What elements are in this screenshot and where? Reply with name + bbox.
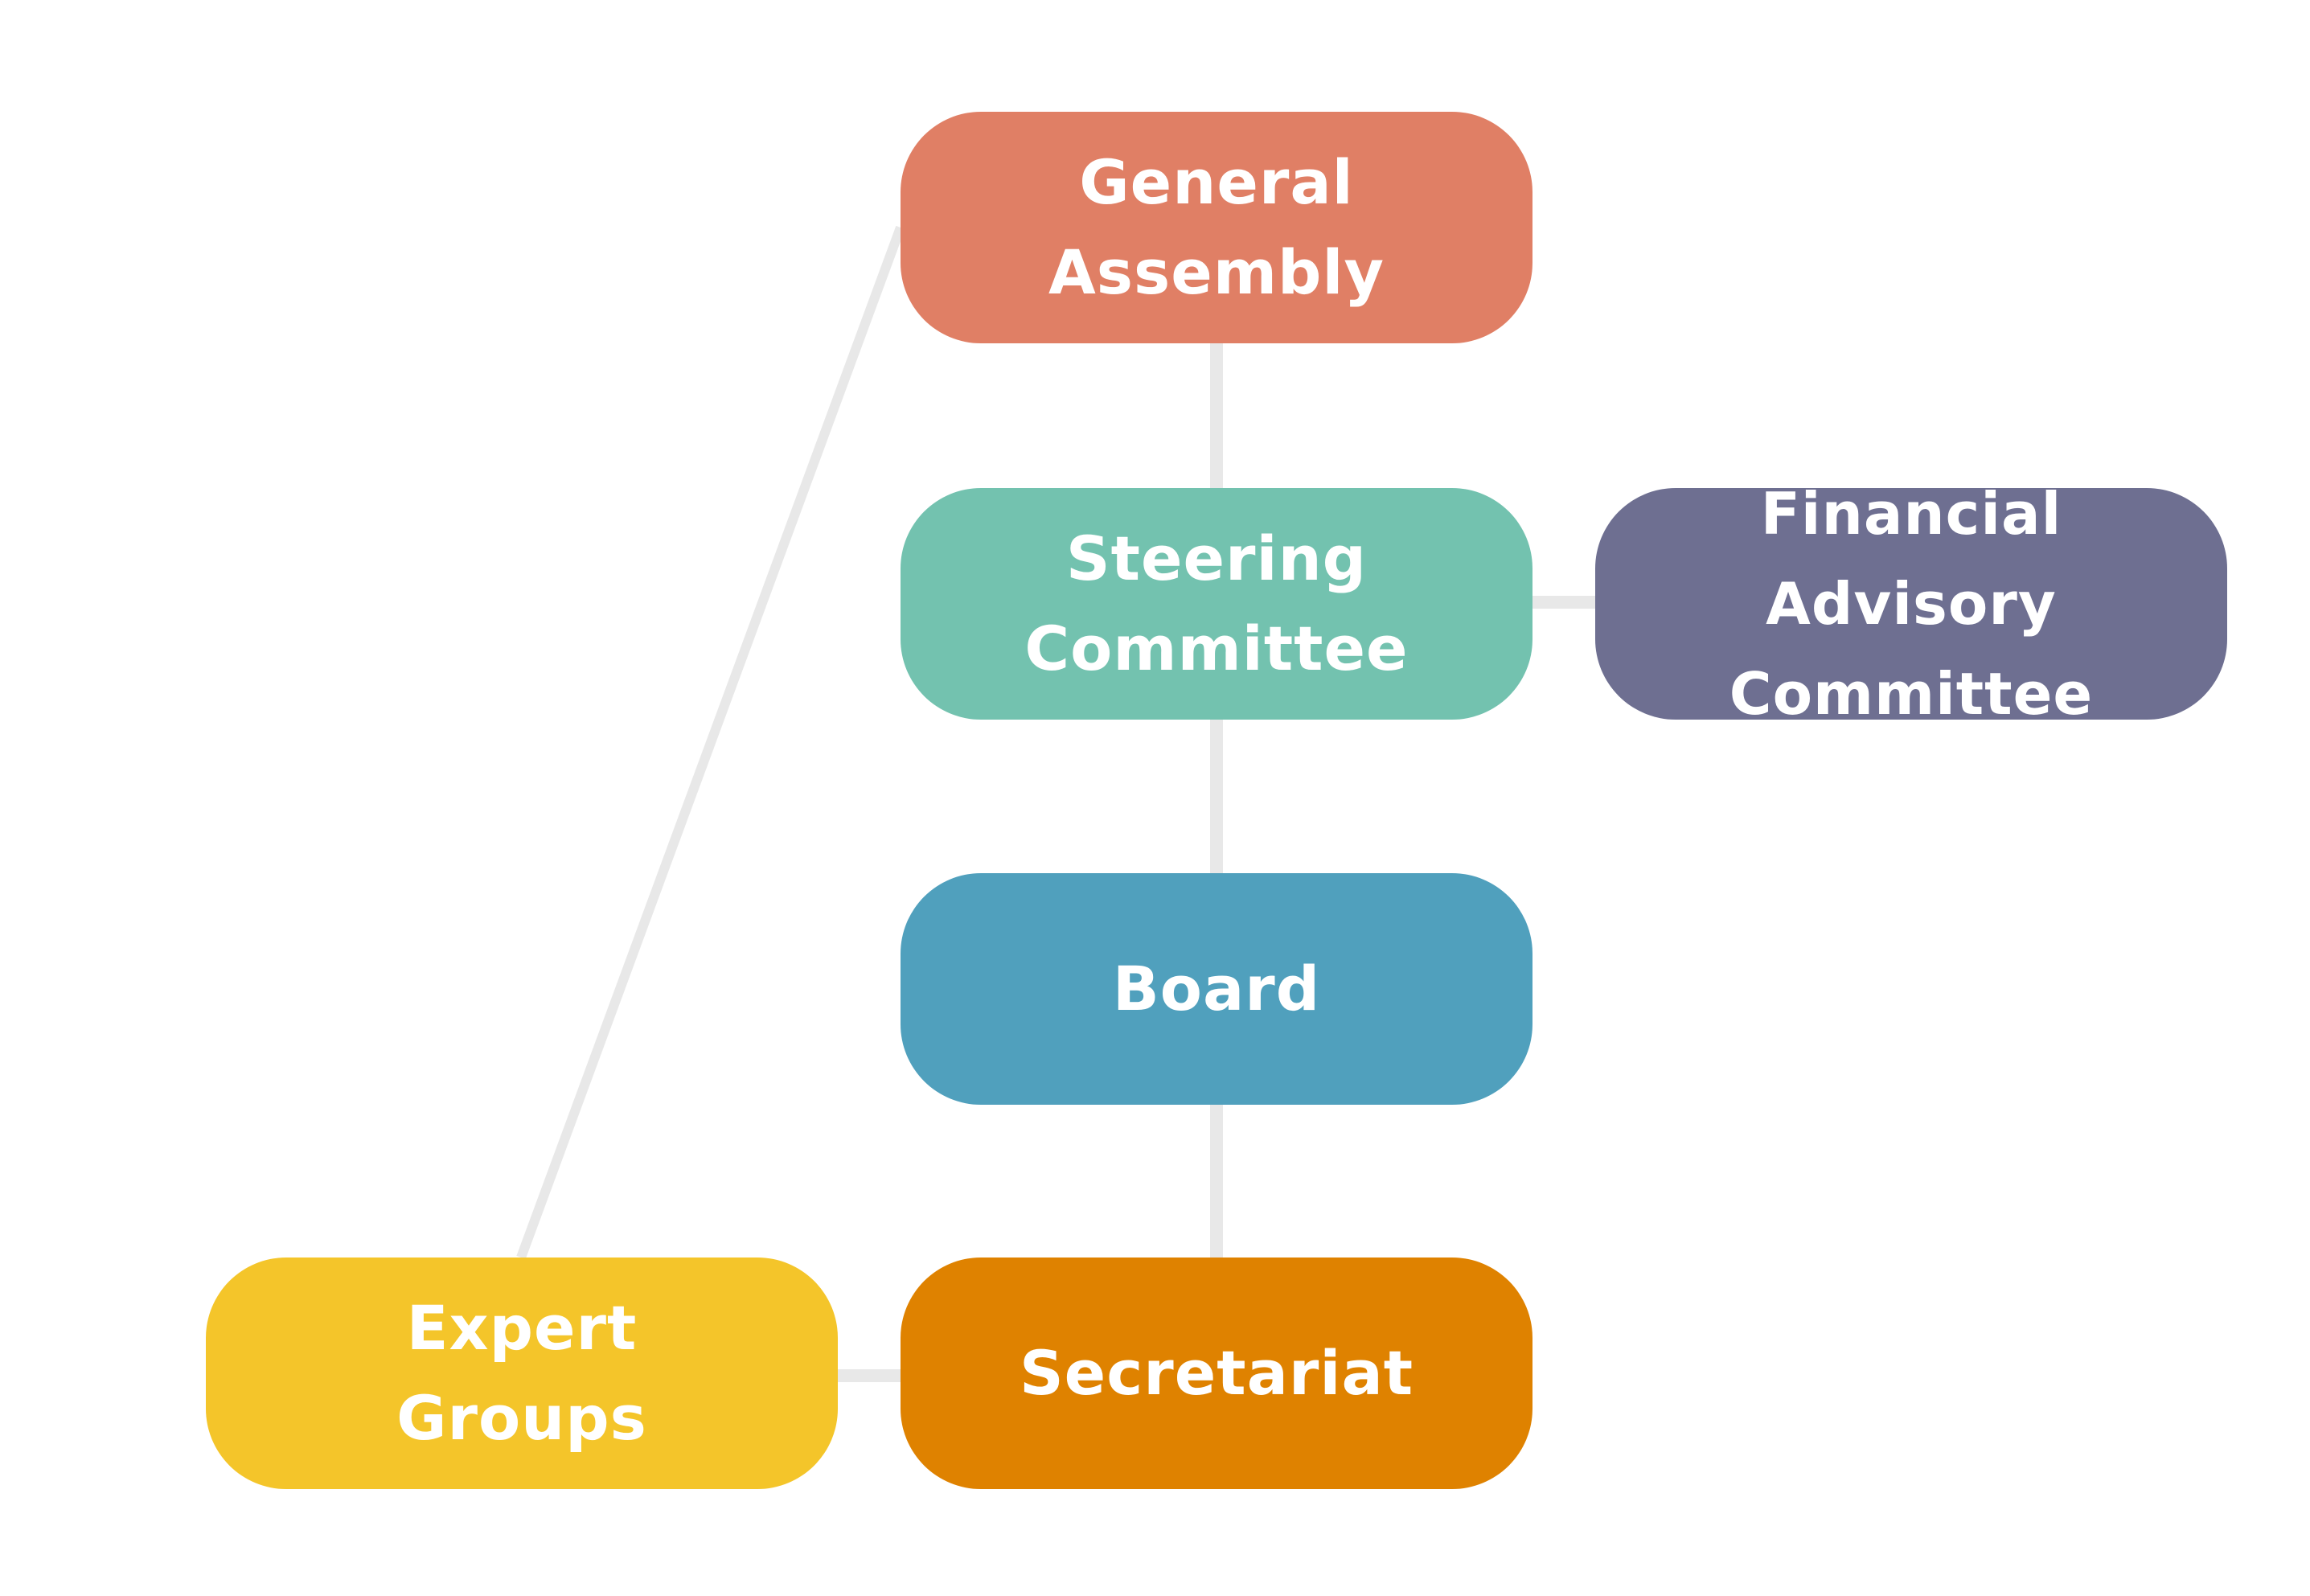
general-assembly-label-line1: General bbox=[1079, 146, 1354, 218]
secretariat-label: Secretariat bbox=[1019, 1337, 1414, 1409]
secretariat-node: Secretariat bbox=[901, 1258, 1532, 1489]
steering-committee-node: Steering Committee bbox=[901, 488, 1532, 720]
expert-groups-label-line1: Expert bbox=[406, 1292, 638, 1364]
financial-advisory-committee-node: Financial Advisory Committee bbox=[1595, 480, 2227, 728]
expert-groups-node: Expert Groups bbox=[206, 1258, 838, 1489]
steering-committee-label-line1: Steering bbox=[1065, 523, 1368, 594]
general-assembly-node: General Assembly bbox=[901, 112, 1532, 343]
financial-advisory-label-line2: Committee bbox=[1729, 660, 2094, 728]
connector-expert-groups-general-assembly bbox=[516, 225, 905, 1260]
board-node: Board bbox=[901, 873, 1532, 1105]
steering-committee-label-line2: Committee bbox=[1024, 613, 1409, 684]
general-assembly-label-line2: Assembly bbox=[1048, 236, 1385, 308]
board-label: Board bbox=[1112, 953, 1321, 1024]
financial-advisory-label-line1: Financial Advisory bbox=[1760, 480, 2062, 638]
expert-groups-label-line2: Groups bbox=[396, 1382, 647, 1454]
